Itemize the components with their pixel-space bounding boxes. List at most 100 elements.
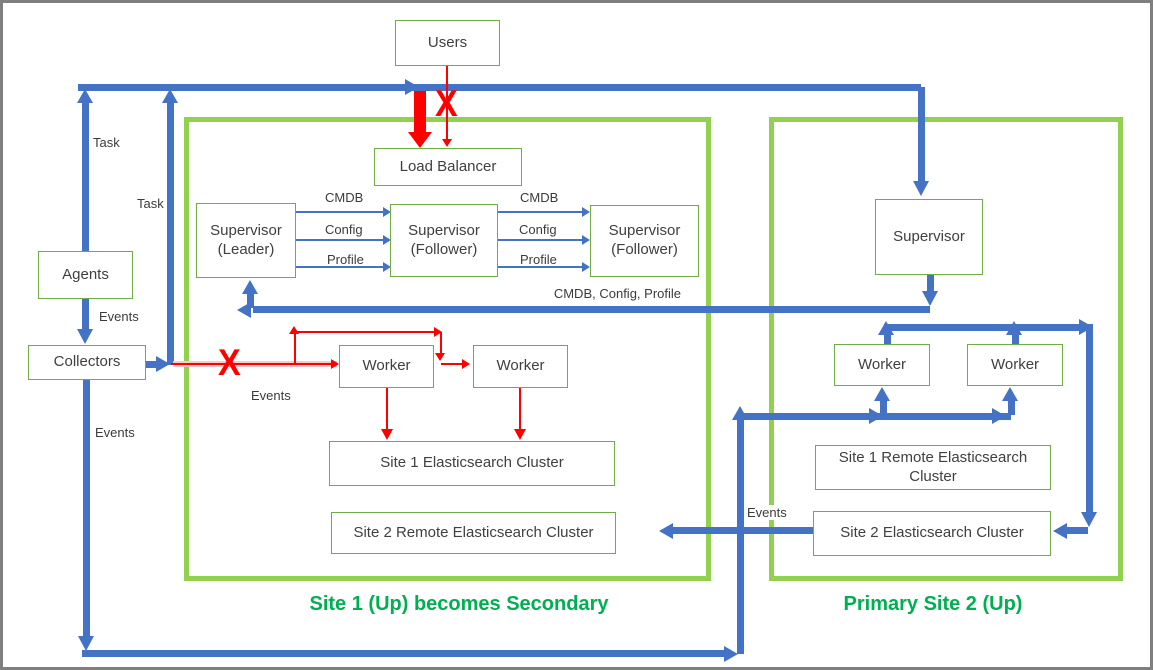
worker1-up-stub (884, 334, 891, 344)
site1-worker2-box: Worker (473, 345, 568, 388)
arrow-up-icon (874, 387, 890, 401)
config-label-1: Config (325, 222, 363, 237)
arrow-down-icon (922, 291, 938, 306)
site1-supervisor-follower1-box: Supervisor (Follower) (390, 204, 498, 277)
arrow-up-icon (77, 89, 93, 103)
task-top-line (78, 84, 921, 91)
arrow-left-icon (659, 523, 673, 539)
site2-es-cluster-box: Site 2 Elasticsearch Cluster (813, 511, 1051, 556)
arrow-right-icon (383, 262, 391, 272)
arrow-down-icon (78, 636, 94, 651)
events-label-left: Events (95, 425, 135, 440)
arrow-down-icon (1081, 512, 1097, 527)
site2-boundary (769, 117, 1123, 581)
sync-line-config-1 (296, 239, 383, 241)
failed-branch-up-stub (294, 332, 296, 364)
arrow-right-icon (992, 408, 1006, 424)
failed-branch-down-stub (440, 332, 442, 355)
collectors-box: Collectors (28, 345, 146, 380)
cmdb-label-1: CMDB (325, 190, 364, 205)
sync-line-cmdb-1 (296, 211, 383, 213)
arrow-right-icon (331, 359, 339, 369)
events-line-up-to-site2 (737, 418, 744, 654)
task-line-agents (82, 103, 89, 251)
collectors-to-worker1-failed-line (171, 363, 335, 365)
site1-es-cluster-box: Site 1 Elasticsearch Cluster (329, 441, 615, 486)
arrow-down-icon (408, 132, 432, 148)
arrow-down-icon (435, 353, 445, 361)
feed-stub-worker2 (1008, 401, 1015, 415)
task-line-to-site2-supervisor (918, 87, 925, 181)
cmdb-return-line (253, 306, 930, 313)
load-balancer-box: Load Balancer (374, 148, 522, 186)
sync-line-profile-1 (296, 266, 383, 268)
config-label-2: Config (519, 222, 557, 237)
task-line-collectors (167, 103, 174, 365)
events-bottom-line (82, 650, 725, 657)
arrow-up-icon (878, 321, 894, 335)
events-label-agents: Events (99, 309, 139, 324)
users-to-lb-failed-line (446, 66, 448, 139)
arrow-down-icon (381, 429, 393, 440)
site2-supervisor-box: Supervisor (875, 199, 983, 275)
arrow-right-icon (383, 235, 391, 245)
worker2-to-es-line (519, 388, 521, 430)
arrow-down-icon (442, 139, 452, 147)
arrow-down-icon (77, 329, 93, 344)
arrow-left-icon (1053, 523, 1067, 539)
arrow-down-icon (514, 429, 526, 440)
site1-remote-es-cluster-box: Site 2 Remote Elasticsearch Cluster (331, 512, 616, 554)
site2-es-right-line (1086, 324, 1093, 514)
arrow-right-icon (869, 408, 883, 424)
cmdb-config-profile-return-label: CMDB, Config, Profile (553, 286, 681, 301)
task-label-agents: Task (93, 135, 120, 150)
site2-supervisor-down-line (927, 275, 934, 292)
arrow-up-icon (1006, 321, 1022, 335)
collectors-out-line (146, 361, 157, 368)
arrow-up-icon (732, 406, 748, 420)
site2-es-in-stub (1061, 527, 1088, 534)
arrow-right-icon (434, 327, 442, 337)
arrow-up-icon (242, 280, 258, 294)
arrow-down-icon (913, 181, 929, 196)
worker2-up-stub (1012, 334, 1019, 344)
failure-x-users-icon: X (435, 83, 458, 125)
arrow-up-icon (162, 89, 178, 103)
site2-remote-es-cluster-box: Site 1 Remote Elasticsearch Cluster (815, 445, 1051, 490)
site1-supervisor-leader-box: Supervisor (Leader) (196, 203, 296, 278)
cmdb-return-up-stub (247, 294, 254, 308)
arrow-up-icon (289, 326, 299, 334)
site1-supervisor-follower2-box: Supervisor (Follower) (590, 205, 699, 277)
arrow-right-icon (462, 359, 470, 369)
site2-caption: Primary Site 2 (Up) (843, 593, 1023, 615)
site2-workers-to-es-line (884, 324, 1089, 331)
events-line-collectors-down (83, 380, 90, 638)
arrow-right-icon (582, 235, 590, 245)
site2-worker1-box: Worker (834, 344, 930, 386)
profile-label-2: Profile (520, 252, 557, 267)
site1-caption: Site 1 (Up) becomes Secondary (309, 593, 609, 615)
arrow-right-icon (156, 356, 170, 372)
site1-worker1-box: Worker (339, 345, 434, 388)
arrow-right-icon (724, 646, 738, 662)
agents-box: Agents (38, 251, 133, 299)
failure-x-collectors-icon: X (218, 342, 241, 384)
events-label-replication: Events (745, 505, 789, 520)
failed-branch-top-line (295, 331, 440, 333)
sync-line-cmdb-2 (498, 211, 582, 213)
users-box: Users (395, 20, 500, 66)
failed-branch-to-worker2 (441, 363, 463, 365)
sync-line-profile-2 (498, 266, 582, 268)
arrow-up-icon (1002, 387, 1018, 401)
arrow-right-icon (582, 262, 590, 272)
arrow-right-icon (383, 207, 391, 217)
users-to-lb-thick-red-line (414, 91, 426, 132)
site2-worker2-box: Worker (967, 344, 1063, 386)
events-replication-line-site2-to-site1 (673, 527, 813, 534)
worker1-to-es-line (386, 388, 388, 430)
task-label-collectors: Task (137, 196, 164, 211)
events-line-agents-to-collectors (82, 299, 89, 330)
feed-stub-worker1 (880, 401, 887, 415)
cmdb-label-2: CMDB (520, 190, 559, 205)
